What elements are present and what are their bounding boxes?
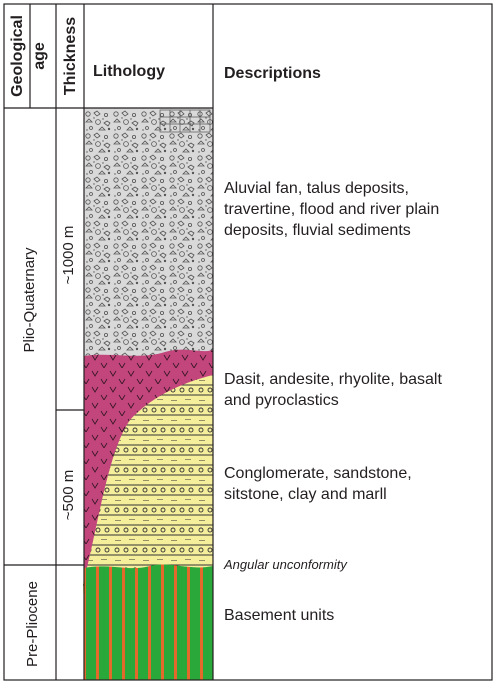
desc-volcanic-line2: and pyroclastics	[224, 392, 339, 409]
desc-alluvial-line2: travertine, flood and river plain	[224, 201, 439, 218]
header-lithology: Lithology	[93, 63, 165, 80]
desc-volcanic-line1: Dasit, andesite, rhyolite, basalt	[224, 371, 442, 388]
desc-alluvial-line3: deposits, fluvial sediments	[224, 222, 411, 239]
table-frame	[3, 3, 493, 681]
desc-unconformity: Angular unconformity	[223, 557, 348, 572]
grid-block	[159, 109, 211, 133]
thickness-1000m: ~1000 m	[60, 226, 77, 285]
header-descriptions: Descriptions	[224, 65, 321, 82]
desc-basement: Basement units	[224, 607, 334, 624]
thickness-500m: ~500 m	[60, 470, 77, 520]
basement-unit	[84, 564, 213, 680]
gravel-unit	[84, 108, 213, 370]
desc-sediment-line1: Conglomerate, sandstone,	[224, 465, 412, 482]
header-thickness: Thickness	[62, 17, 79, 95]
header-age: age	[31, 42, 48, 70]
age-plio-quaternary: Plio-Quaternary	[21, 247, 38, 353]
desc-sediment-line2: sitstone, clay and marll	[224, 486, 387, 503]
desc-alluvial-line1: Aluvial fan, talus deposits,	[224, 180, 409, 197]
age-pre-pliocene: Pre-Pliocene	[24, 581, 41, 667]
sediment-unit	[78, 375, 213, 600]
header-geological: Geological	[9, 15, 26, 97]
